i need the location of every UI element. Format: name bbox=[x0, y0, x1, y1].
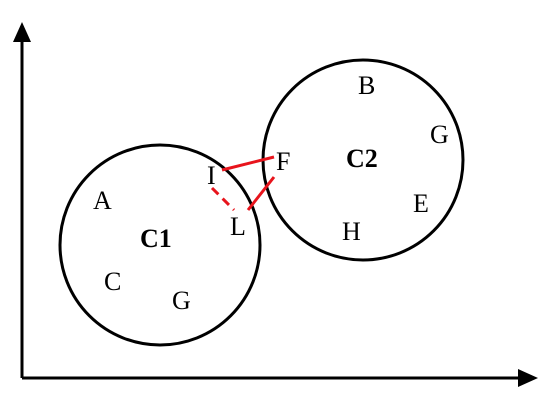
point-h: H bbox=[342, 217, 361, 246]
point-b: B bbox=[358, 71, 375, 100]
y-axis-arrow bbox=[13, 22, 31, 42]
point-e: E bbox=[413, 189, 429, 218]
point-i: I bbox=[207, 161, 216, 190]
point-c: C bbox=[104, 267, 121, 296]
point-a: A bbox=[93, 186, 112, 215]
point-l: L bbox=[230, 212, 246, 241]
x-axis-arrow bbox=[518, 369, 538, 387]
cluster-c1-label: C1 bbox=[140, 224, 172, 253]
point-g-c2: G bbox=[430, 120, 449, 149]
point-f: F bbox=[276, 147, 290, 176]
link-i-l bbox=[210, 186, 236, 212]
cluster-c1-circle bbox=[58, 143, 262, 347]
link-l-f bbox=[246, 176, 276, 211]
point-g-c1: G bbox=[172, 286, 191, 315]
cluster-c2-label: C2 bbox=[346, 144, 378, 173]
link-i-f bbox=[221, 155, 275, 172]
